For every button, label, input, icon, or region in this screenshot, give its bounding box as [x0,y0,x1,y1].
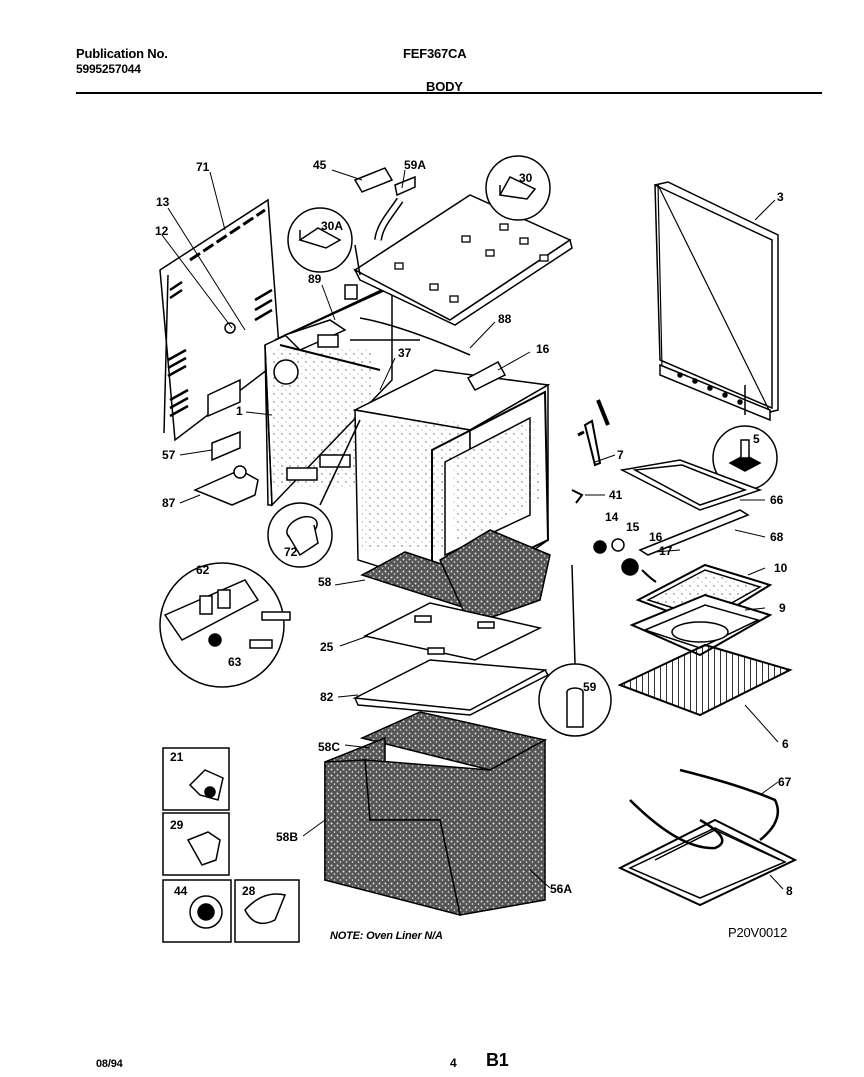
oven-rack-6 [617,643,793,717]
detail-box-21 [162,747,230,811]
footer-code: B1 [486,1050,509,1070]
callout-89: 89 [308,272,322,286]
footer-page: 4 [450,1056,457,1070]
publication-label: Publication No. [76,46,168,61]
door-3 [654,181,779,422]
callout-63: 63 [228,655,242,669]
callout-30: 30 [519,171,533,185]
callout-6: 6 [782,737,789,751]
callout-16: 16 [649,530,663,544]
detail-box-29 [162,812,230,876]
publication-number: 5995257044 [76,62,141,76]
bracket-57 [211,430,241,462]
probe-68 [638,509,750,556]
tool-7 [583,419,602,467]
wire-88 [359,317,471,356]
callout-9: 9 [779,601,786,615]
bottom-element-67 [617,768,798,907]
detail-box-28 [234,879,300,943]
callout-16-top: 16 [536,342,550,356]
callout-58: 58 [318,575,332,589]
callout-72: 72 [284,545,298,559]
callout-10: 10 [774,561,788,575]
callout-87: 87 [162,496,176,510]
callout-21: 21 [170,750,184,764]
bracket-45 [353,167,394,193]
panel-82 [352,659,548,711]
callout-68: 68 [770,530,784,544]
callout-62: 62 [196,563,210,577]
bake-element-66 [619,459,763,511]
callout-12: 12 [155,224,169,238]
broil-pan-9 [629,593,773,657]
callout-59A: 59A [404,158,427,172]
callout-58B: 58B [276,830,299,844]
callout-88: 88 [498,312,512,326]
callout-1: 1 [236,404,243,418]
callout-29: 29 [170,818,184,832]
callout-58C: 58C [318,740,341,754]
callout-82: 82 [320,690,334,704]
detail-box-44 [162,879,232,943]
callout-59: 59 [583,680,597,694]
callout-14: 14 [605,510,619,524]
callout-56A: 56A [550,882,573,896]
model-number: FEF367CA [403,46,467,61]
callout-3: 3 [777,190,784,204]
callout-71: 71 [196,160,210,174]
callout-5: 5 [753,432,760,446]
callout-57: 57 [162,448,176,462]
drawing-id: P20V0012 [728,925,788,940]
panel-25 [362,602,543,661]
callout-8: 8 [786,884,793,898]
callout-45: 45 [313,158,327,172]
bracket-87 [193,469,259,506]
top-panel [344,194,573,326]
callout-25: 25 [320,640,334,654]
callout-41: 41 [609,488,623,502]
insulation-blanket [324,711,548,917]
oven-liner-note: NOTE: Oven Liner N/A [330,930,443,942]
callout-44: 44 [174,884,188,898]
callout-17: 17 [659,544,673,558]
callout-67: 67 [778,775,792,789]
back-panel-71 [159,198,281,442]
callout-30A: 30A [321,219,344,233]
control-89 [283,319,347,351]
section-title: BODY [426,79,463,94]
callout-28: 28 [242,884,256,898]
vent-tube-59A [374,175,416,241]
callout-37: 37 [398,346,412,360]
callout-15: 15 [626,520,640,534]
callout-7: 7 [617,448,624,462]
part-41 [571,489,584,504]
callout-13: 13 [156,195,170,209]
callout-66: 66 [770,493,784,507]
footer-date: 08/94 [96,1058,123,1070]
